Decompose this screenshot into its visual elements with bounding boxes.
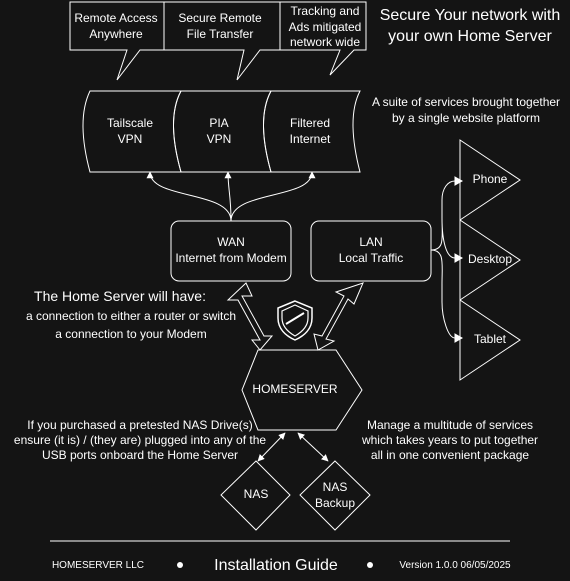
nas-label: NAS <box>243 487 269 501</box>
nas-note-line: If you purchased a pretested NAS Drive(s… <box>27 418 253 432</box>
requirements-title: The Home Server will have: <box>34 288 206 304</box>
service-label: VPN <box>206 131 232 146</box>
shield-stripe <box>285 312 305 325</box>
service-shape-filtered <box>263 90 361 173</box>
nas-backup-label: NAS Backup <box>315 480 355 511</box>
service-filtered-internet: Filtered Internet <box>290 116 331 147</box>
nas-arrow <box>257 432 286 462</box>
nas-diamond <box>220 460 291 531</box>
requirement-item: a connection to your Modem <box>55 327 207 341</box>
lan-label: LAN Local Traffic <box>339 235 403 266</box>
service-label: Filtered <box>289 116 331 130</box>
callout-tracking: Tracking and Ads mitigated network wide <box>289 4 362 51</box>
wan-homeserver-arrow <box>226 282 274 351</box>
callout-text: File Transfer <box>186 26 254 41</box>
wan-to-filtered-arrow <box>230 171 316 222</box>
shield-inner <box>281 304 309 337</box>
callout-box-tracking <box>279 1 367 76</box>
device-shape-tablet <box>459 299 521 381</box>
callout-remote-access: Remote Access Anywhere <box>74 11 157 42</box>
brace-arrowheads <box>454 176 464 343</box>
callout-text: network wide <box>289 35 361 50</box>
footer-bullet-1 <box>177 562 183 568</box>
footer-version: Version 1.0.0 06/05/2025 <box>399 560 511 571</box>
callout-text: Remote Access <box>74 11 158 25</box>
callout-text: Tracking and <box>290 4 360 18</box>
manage-note-line: Manage a multitude of services <box>366 418 534 432</box>
headline-line-1: Secure Your network with <box>379 7 561 24</box>
service-label: VPN <box>117 131 143 146</box>
nas-backup-diamond <box>299 460 371 531</box>
callout-text: Ads mitigated <box>288 19 362 34</box>
shield-icon <box>277 300 313 341</box>
device-shape-desktop <box>459 219 521 301</box>
headline-line-2: your own Home Server <box>388 27 552 45</box>
homeserver-label: HOMESERVER <box>252 382 338 396</box>
service-tailscale-vpn: Tailscale VPN <box>107 116 153 147</box>
homeserver-hexagon <box>241 349 363 431</box>
wan-to-pia-arrow <box>224 171 232 222</box>
manage-note: Manage a multitude of services which tak… <box>362 418 538 463</box>
lan-title: LAN <box>359 235 383 249</box>
device-phone: Phone <box>472 172 508 186</box>
suite-note: A suite of services brought together by … <box>372 95 560 126</box>
wan-subtitle: Internet from Modem <box>175 250 287 265</box>
service-label: PIA <box>209 116 229 130</box>
wan-to-tailscale-arrow <box>146 171 232 222</box>
footer-bullet-2 <box>367 562 373 568</box>
callout-text: Anywhere <box>89 26 143 41</box>
lan-homeserver-arrow <box>313 282 364 351</box>
nas-backup-line: NAS <box>322 480 348 494</box>
device-desktop: Desktop <box>467 252 513 266</box>
suite-note-line: A suite of services brought together <box>371 95 561 109</box>
footer-company: HOMESERVER LLC <box>51 560 145 571</box>
service-label: Tailscale <box>106 116 154 130</box>
footer-title: Installation Guide <box>214 557 338 574</box>
device-brace <box>430 180 456 339</box>
nas-backup-arrow <box>297 432 329 462</box>
manage-note-line: which takes years to put together <box>361 433 539 447</box>
device-tablet: Tablet <box>473 332 507 346</box>
wan-label: WAN Internet from Modem <box>175 235 286 266</box>
nas-backup-line: Backup <box>314 495 356 510</box>
lan-subtitle: Local Traffic <box>338 250 404 265</box>
wan-title: WAN <box>217 235 245 249</box>
headline: Secure Your network with your own Home S… <box>380 6 561 48</box>
nas-note: If you purchased a pretested NAS Drive(s… <box>14 418 266 463</box>
requirement-item: a connection to either a router or switc… <box>25 309 237 323</box>
callout-text: Secure Remote <box>178 11 262 25</box>
lan-box <box>310 220 432 282</box>
nas-note-line: ensure (it is) / (they are) plugged into… <box>13 433 267 447</box>
nas-note-line: USB ports onboard the Home Server <box>41 448 239 462</box>
callout-file-transfer: Secure Remote File Transfer <box>178 11 261 42</box>
service-pia-vpn: PIA VPN <box>207 116 232 147</box>
manage-note-line: all in one convenient package <box>370 448 530 462</box>
suite-note-line: by a single website platform <box>391 110 541 125</box>
service-label: Internet <box>289 131 331 146</box>
requirements-list: a connection to either a router or switc… <box>26 307 236 343</box>
